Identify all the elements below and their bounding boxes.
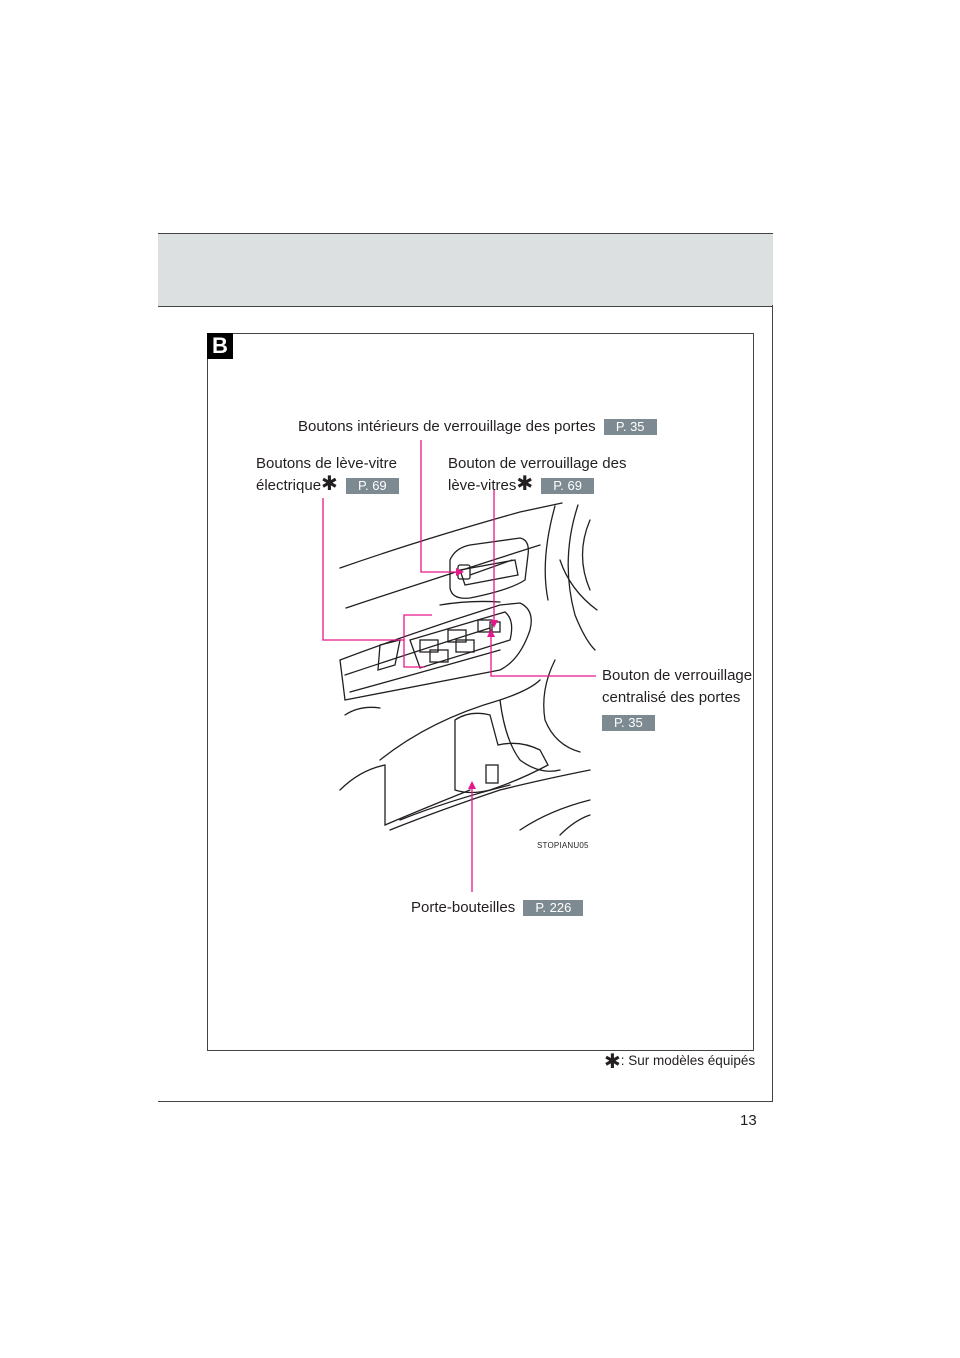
callout-central-lock: Bouton de verrouillage centralisé des po… [602, 665, 752, 734]
callout-power-window-line1: Boutons de lève-vitre [256, 455, 397, 472]
header-band [158, 233, 773, 307]
leader-interior-lock [420, 440, 460, 573]
ref-tag-central-lock[interactable]: P. 35 [602, 715, 655, 732]
armrest-outline [339, 602, 532, 701]
asterisk-icon: ✱ [604, 1051, 621, 1073]
callout-bottle-holder: Porte-bouteilles P. 226 [411, 897, 584, 919]
asterisk-icon: ✱ [321, 473, 338, 495]
ref-tag-interior-lock[interactable]: P. 35 [603, 419, 657, 436]
callout-window-lock: Bouton de verrouillage des lève-vitres✱ … [448, 453, 626, 497]
callout-window-lock-line2: lève-vitres [448, 477, 517, 494]
callout-window-lock-line1: Bouton de verrouillage des [448, 455, 627, 472]
image-code: STOPIANU05 [537, 841, 589, 850]
door-handle-outline [449, 537, 529, 599]
footnote: ✱: Sur modèles équipés [604, 1051, 756, 1073]
page-right-rule [772, 305, 773, 1102]
ref-tag-power-window[interactable]: P. 69 [345, 478, 399, 495]
callout-interior-lock: Boutons intérieurs de verrouillage des p… [298, 416, 657, 438]
footnote-text: : Sur modèles équipés [620, 1053, 756, 1068]
callout-central-lock-line2: centralisé des portes [602, 689, 741, 706]
ref-tag-bottle-holder[interactable]: P. 226 [523, 900, 584, 917]
callout-power-window: Boutons de lève-vitre électrique✱ P. 69 [256, 453, 399, 497]
ref-tag-window-lock[interactable]: P. 69 [541, 478, 594, 495]
page-number: 13 [740, 1112, 757, 1129]
switch-panel-outline [409, 611, 513, 669]
figure-frame [207, 333, 754, 1051]
asterisk-icon: ✱ [516, 473, 534, 495]
callout-power-window-line2: électrique [256, 477, 322, 494]
callout-bottle-holder-text: Porte-bouteilles [411, 899, 516, 916]
door-top-line [339, 502, 563, 569]
leader-power-window [322, 498, 432, 641]
leader-central-lock [490, 632, 596, 677]
bottle-pocket [454, 712, 549, 794]
section-badge: B [207, 333, 233, 359]
callout-interior-lock-text: Boutons intérieurs de verrouillage des p… [298, 418, 596, 435]
callout-central-lock-line1: Bouton de verrouillage [602, 667, 753, 684]
door-panel-lower [379, 679, 541, 761]
page-bottom-rule [158, 1101, 773, 1102]
